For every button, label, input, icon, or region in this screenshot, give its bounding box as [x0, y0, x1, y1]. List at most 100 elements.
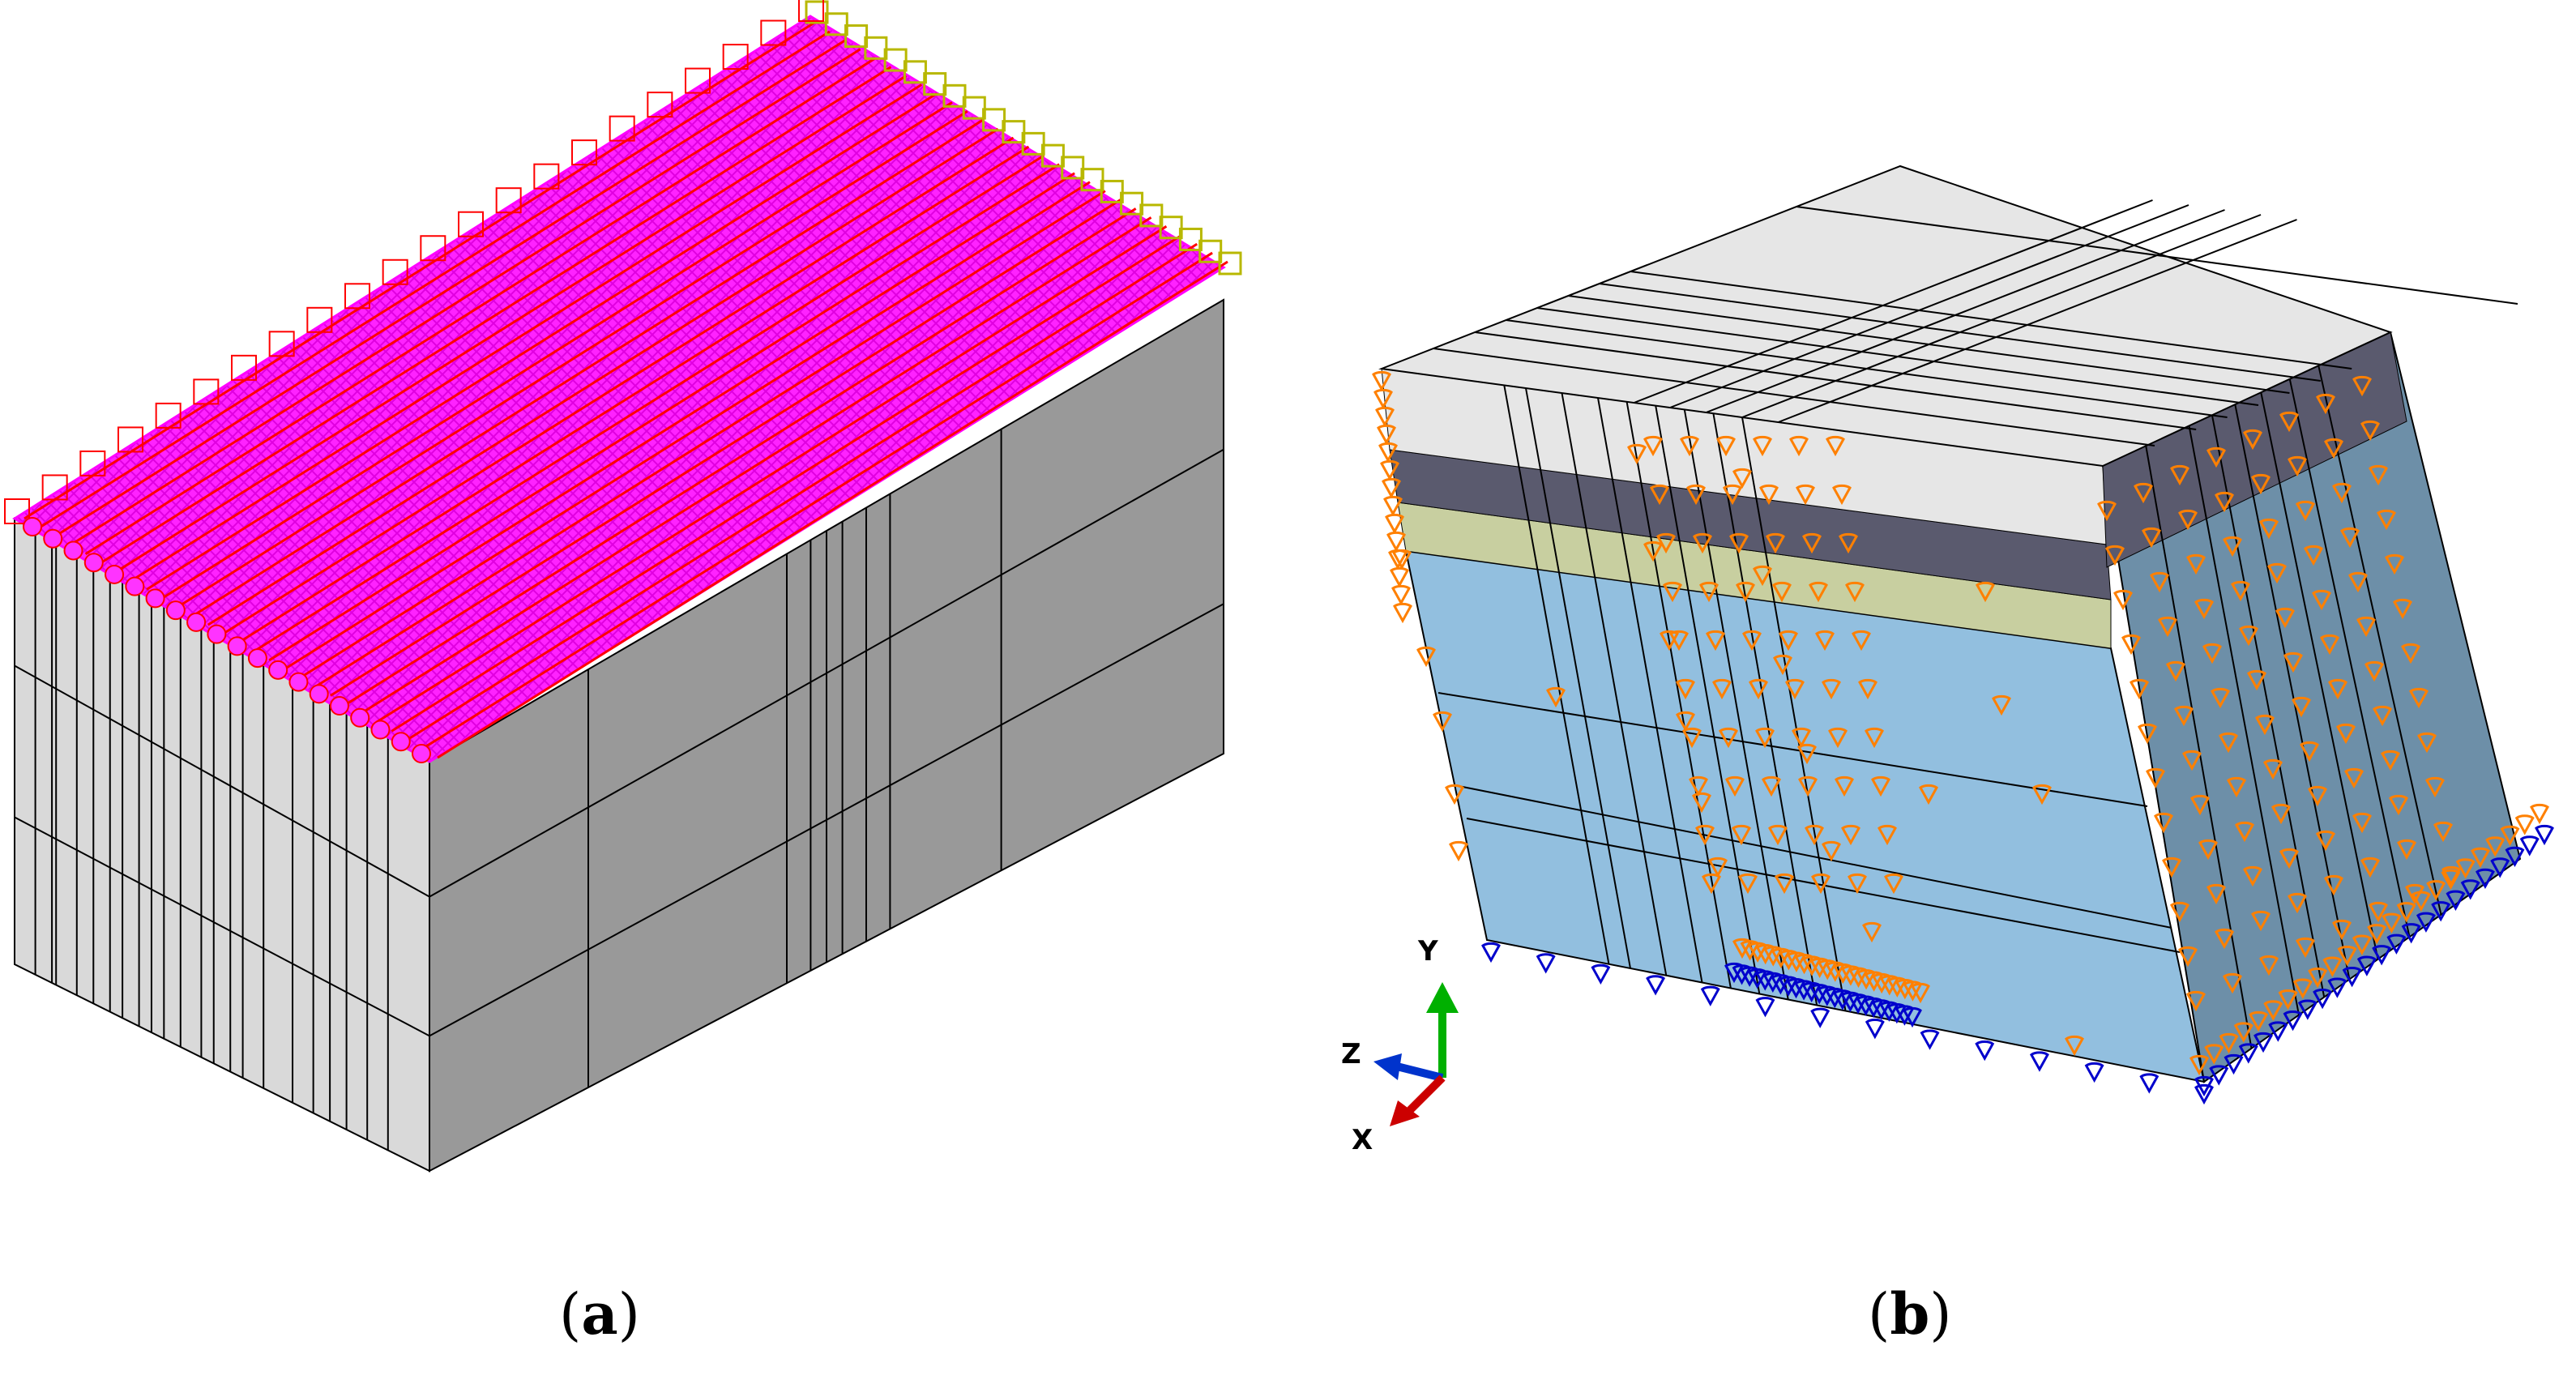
panel-a-load-line	[421, 251, 1213, 750]
bc-blue-icon	[1755, 997, 1775, 1018]
bc-orange-icon-shape	[1627, 443, 1647, 465]
bc-orange-icon	[2485, 836, 2506, 857]
bc-orange-icon-shape	[2113, 589, 2133, 611]
bc-blue-icon-shape	[1920, 1029, 1940, 1050]
bc-orange-icon-shape	[2223, 536, 2242, 558]
bc-blue-icon	[2297, 999, 2318, 1020]
bc-orange-icon	[1919, 784, 1938, 805]
panel-a-load-symbol	[1061, 156, 1085, 180]
panel-a-load-line	[146, 92, 938, 591]
bc-orange-icon-shape	[1826, 435, 1845, 457]
panel-a-node-marker	[268, 660, 288, 680]
bc-orange-icon	[2206, 883, 2226, 905]
bc-orange-icon	[2417, 732, 2437, 754]
bc-orange-icon	[1383, 495, 1403, 517]
bc-orange-icon	[1789, 435, 1809, 457]
bc-orange-icon-shape	[1852, 630, 1871, 652]
bc-orange-icon	[1686, 484, 1706, 506]
bc-orange-icon	[2247, 669, 2266, 691]
panel-a-node-marker	[370, 720, 391, 740]
bc-orange-icon-shape	[1693, 532, 1712, 554]
bc-orange-icon	[2441, 865, 2461, 887]
panel-a-node-marker	[145, 588, 165, 609]
bc-orange-icon-shape	[1848, 873, 1867, 895]
panel-a-load-symbol	[1198, 239, 1223, 263]
bc-orange-icon-shape	[2186, 553, 2206, 575]
bc-blue-icon	[2209, 1065, 2229, 1086]
bc-orange-icon-shape	[1686, 484, 1706, 506]
bc-orange-icon-shape	[1445, 784, 1464, 805]
bc-orange-icon	[2243, 865, 2262, 887]
bc-orange-icon-shape	[1845, 581, 1865, 603]
y-axis-arrow-icon	[1426, 982, 1459, 1013]
bc-orange-icon	[2235, 821, 2254, 843]
bc-orange-icon	[1416, 646, 1436, 668]
bc-blue-icon-shape	[1700, 985, 1720, 1006]
bc-orange-icon	[1797, 743, 1817, 765]
bc-blue-icon	[2476, 868, 2495, 889]
bc-orange-icon	[1693, 532, 1712, 554]
bc-orange-icon-shape	[1377, 424, 1396, 446]
bc-orange-icon	[1749, 678, 1768, 700]
bc-orange-icon	[2134, 482, 2153, 504]
bc-orange-icon	[2360, 857, 2380, 878]
panel-a-load-line	[268, 163, 1061, 662]
panel-a-load-symbol	[962, 96, 986, 120]
panel-b-side-line	[2188, 425, 2300, 1015]
bc-orange-icon-shape	[2425, 776, 2445, 798]
panel-b-top-line	[1778, 219, 2297, 423]
bc-orange-icon	[2337, 946, 2357, 967]
bc-orange-icon-shape	[1768, 824, 1788, 846]
bc-blue-icon-shape	[2194, 1075, 2214, 1097]
bc-orange-icon-shape	[1725, 775, 1745, 797]
bc-orange-icon	[2251, 910, 2271, 932]
bc-orange-icon	[1858, 678, 1878, 700]
bc-orange-icon	[2316, 830, 2335, 852]
panel-b-top-line	[1741, 214, 2262, 418]
bc-orange-icon	[2382, 912, 2402, 934]
bc-orange-icon-shape	[1911, 982, 1930, 1004]
panel-b-top-face	[1378, 164, 2393, 468]
bc-blue-icon-shape	[2313, 989, 2333, 1010]
panel-a-load-line	[177, 109, 968, 609]
bc-blue-icon-shape	[2224, 1053, 2244, 1075]
bc-blue-icon-shape	[1591, 963, 1611, 985]
bc-orange-icon-shape	[2154, 812, 2173, 834]
bc-orange-icon	[1911, 982, 1930, 1004]
bc-blue-icon	[1903, 1006, 1922, 1028]
panel-a-load-line	[161, 101, 953, 600]
bc-blue-icon	[2283, 1010, 2303, 1032]
bc-orange-icon	[1865, 727, 1884, 749]
panel-a-node-marker	[23, 517, 42, 536]
panel-a-node-marker	[63, 540, 83, 561]
bc-orange-icon	[2215, 491, 2234, 513]
bc-orange-icon	[1729, 532, 1749, 554]
bc-orange-icon	[2243, 429, 2262, 451]
bc-orange-icon-shape	[1723, 484, 1742, 506]
bc-orange-icon-shape	[1772, 581, 1792, 603]
bc-orange-icon	[2121, 634, 2141, 656]
panel-a-load-symbol	[1002, 120, 1026, 144]
bc-orange-icon-shape	[2312, 589, 2331, 611]
panel-a-load-symbol	[1120, 191, 1144, 216]
bc-orange-icon-shape	[2178, 509, 2198, 531]
bc-orange-icon	[2304, 545, 2323, 566]
bc-orange-icon-shape	[1372, 370, 1391, 392]
bc-orange-icon-shape	[1676, 711, 1695, 733]
bc-orange-icon	[2292, 978, 2313, 999]
bc-orange-icon	[2170, 901, 2189, 923]
bc-blue-icon-shape	[2283, 1010, 2303, 1032]
bc-orange-icon-shape	[2360, 857, 2380, 878]
panel-a-load-symbol	[193, 378, 220, 405]
bc-orange-icon	[1766, 532, 1785, 554]
bc-blue-icon-shape	[2519, 835, 2540, 857]
bc-orange-icon-shape	[1699, 581, 1719, 603]
bc-orange-icon-shape	[2251, 910, 2271, 932]
panel-b-side-line	[2211, 415, 2326, 998]
bc-orange-icon	[1839, 532, 1858, 554]
bc-orange-icon	[2352, 934, 2372, 955]
bc-orange-icon	[2336, 723, 2356, 745]
bc-orange-icon-shape	[2382, 912, 2402, 934]
bc-orange-icon	[1656, 532, 1676, 554]
bc-orange-icon	[2105, 545, 2125, 566]
